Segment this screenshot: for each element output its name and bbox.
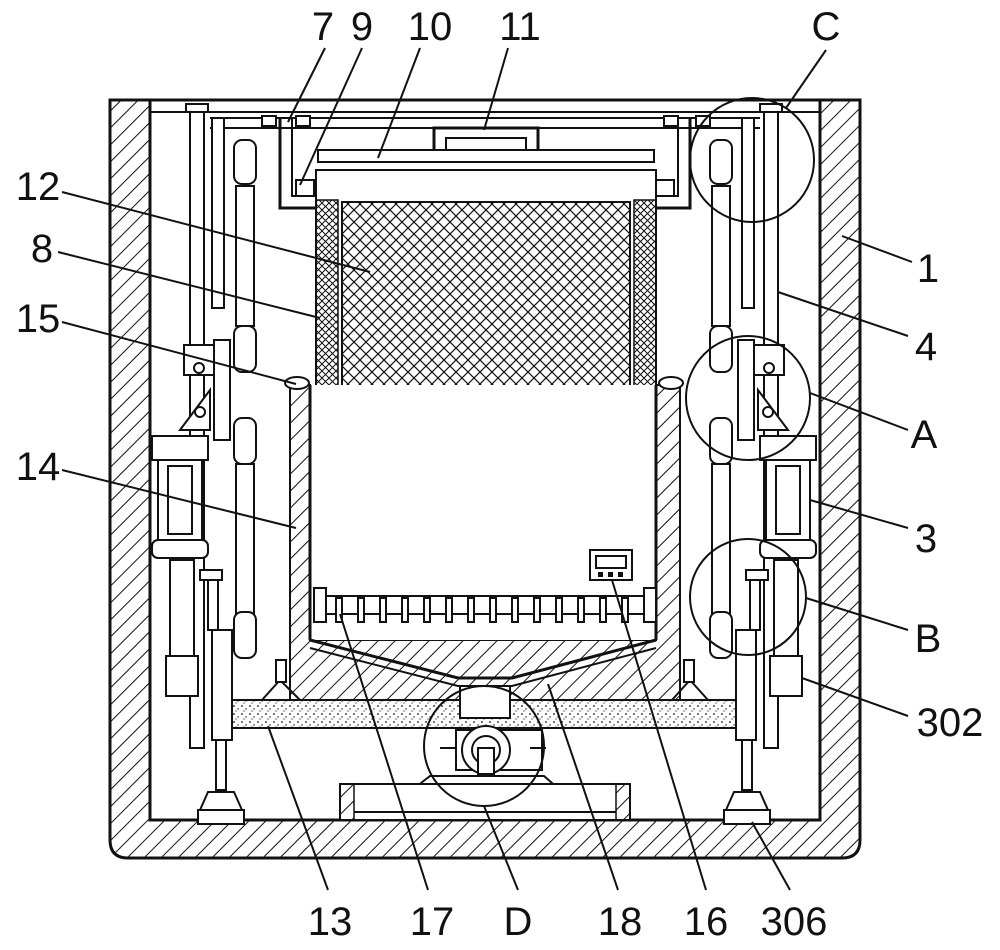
label-4: 4 [915, 325, 937, 369]
label-7: 7 [312, 5, 334, 49]
label-11: 11 [499, 5, 541, 49]
leader-lines [57, 47, 913, 891]
label-14: 14 [16, 445, 61, 489]
label-12: 12 [16, 165, 61, 209]
part-labels: 7 9 10 11 C 12 8 15 14 1 4 A 3 B 302 13 … [16, 5, 984, 944]
detail-circle-c [689, 97, 815, 223]
label-10: 10 [408, 5, 453, 49]
left-lift-mechanism [151, 103, 257, 825]
label-3: 3 [915, 517, 937, 561]
inner-tank [284, 376, 684, 701]
label-a: A [911, 413, 938, 457]
label-13: 13 [308, 900, 353, 944]
lid [317, 149, 655, 171]
outer-housing [108, 98, 862, 860]
detail-circle-a [685, 335, 811, 461]
detail-circle-b [689, 538, 807, 656]
label-b: B [915, 617, 942, 661]
label-1: 1 [917, 247, 939, 291]
label-17: 17 [410, 900, 455, 944]
label-306: 306 [761, 900, 828, 944]
label-8: 8 [31, 227, 53, 271]
label-d: D [504, 900, 533, 944]
control-box [589, 549, 633, 581]
right-lift-mechanism [709, 103, 817, 825]
label-c: C [812, 5, 841, 49]
label-18: 18 [598, 900, 643, 944]
handle [432, 126, 540, 150]
bottom-tray [339, 783, 631, 821]
label-16: 16 [684, 900, 729, 944]
stirring-shaft [313, 587, 657, 623]
label-15: 15 [16, 297, 61, 341]
label-302: 302 [917, 701, 984, 745]
label-9: 9 [351, 5, 373, 49]
